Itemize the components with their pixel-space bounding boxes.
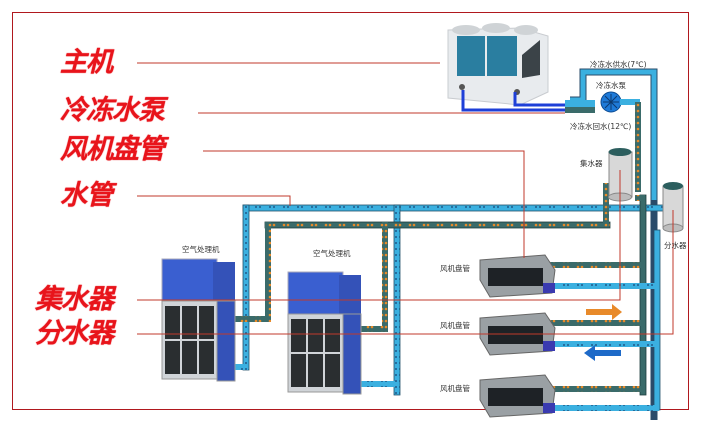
fcu-3-label: 风机盘管 [440,384,470,393]
fan-coil-unit-3 [479,374,556,418]
water-distributor [662,182,684,233]
air-handling-unit-2 [287,271,362,395]
collector-label: 集水器 [580,159,603,168]
orange-flow-arrow-icon [586,304,622,320]
distributor-label: 分水器 [664,241,687,250]
label-chilled-water-pump: 冷冻水泵 [60,95,165,126]
pump-label: 冷冻水泵 [596,81,626,90]
diagram-frame [12,12,689,410]
air-handling-unit-1 [161,258,236,382]
label-water-distributor: 分水器 [35,318,114,349]
fcu-2-label: 风机盘管 [440,321,470,330]
supply-water-label: 冷冻水供水(7℃) [590,60,647,69]
chiller-unit [447,23,549,106]
label-water-pipe: 水管 [60,180,113,211]
label-host: 主机 [60,47,113,78]
ahu-2-label: 空气处理机 [313,249,351,258]
leader-lines [137,62,674,335]
ahu-1-label: 空气处理机 [182,245,220,254]
blue-flow-arrow-icon [584,345,621,361]
fcu-1-label: 风机盘管 [440,264,470,273]
label-water-collector: 集水器 [35,284,114,315]
fan-coil-unit-1 [479,254,556,298]
return-water-label: 冷冻水回水(12℃) [570,122,632,131]
label-fan-coil: 风机盘管 [60,134,165,165]
